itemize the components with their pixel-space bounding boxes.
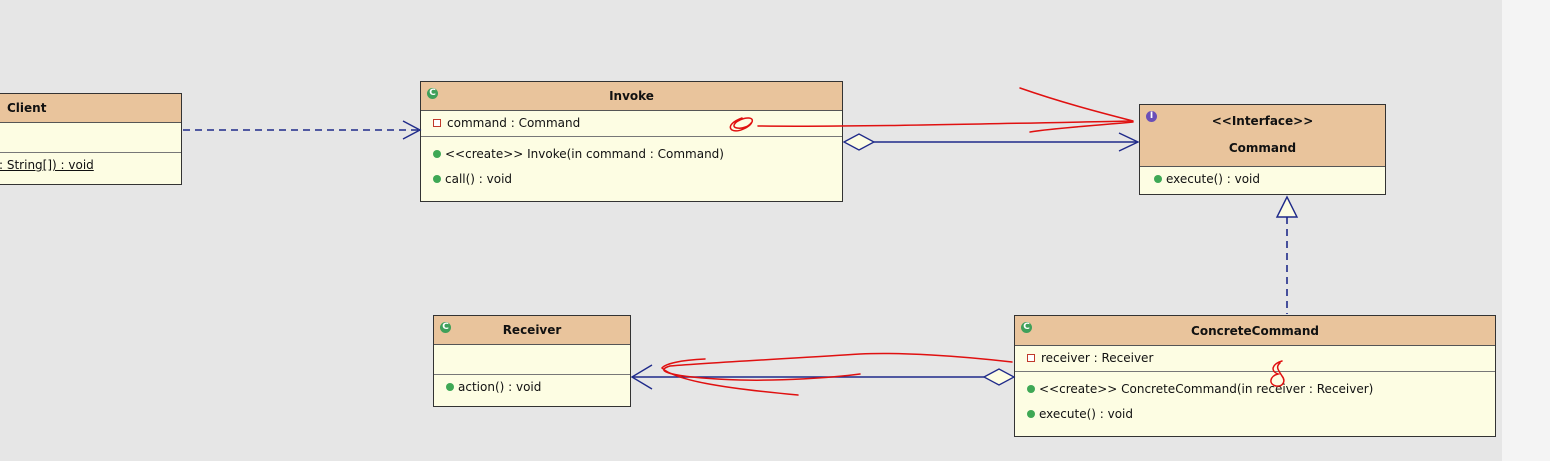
class-icon: C [427, 88, 438, 99]
class-concrete-command-attributes: receiver : Receiver [1015, 346, 1495, 372]
attribute-command: command : Command [447, 116, 581, 130]
public-method-icon [433, 174, 441, 183]
class-invoke-attributes: command : Command [421, 111, 842, 137]
canvas-right-strip [1502, 0, 1550, 461]
operation-row[interactable]: action() : void [434, 375, 630, 400]
class-client-operations: : String[]) : void [0, 153, 181, 178]
class-client[interactable]: Client : String[]) : void [0, 93, 182, 185]
class-invoke-header: C Invoke [421, 82, 842, 111]
class-icon: C [1021, 322, 1032, 333]
operation-action: action() : void [458, 380, 542, 394]
dependency-client-to-invoke[interactable] [183, 120, 422, 140]
operation-row[interactable]: execute() : void [1140, 167, 1385, 192]
public-method-icon [1027, 409, 1035, 418]
aggregation-diamond [842, 133, 876, 151]
attribute-row[interactable]: command : Command [421, 111, 842, 136]
class-concrete-command-operations: <<create>> ConcreteCommand(in receiver :… [1015, 372, 1495, 427]
operation-execute: execute() : void [1039, 407, 1134, 421]
operation-execute: execute() : void [1166, 172, 1261, 186]
class-client-name: Client [7, 101, 47, 115]
class-icon: C [440, 322, 451, 333]
interface-command-operations: execute() : void [1140, 167, 1385, 192]
class-invoke[interactable]: C Invoke command : Command <<create>> In… [420, 81, 843, 202]
class-client-attributes [0, 123, 181, 153]
class-invoke-name: Invoke [609, 89, 654, 103]
operation-main: : String[]) : void [0, 158, 94, 172]
private-attribute-icon [433, 118, 441, 127]
class-receiver[interactable]: C Receiver action() : void [433, 315, 631, 407]
public-method-icon [1154, 174, 1162, 183]
operation-call: call() : void [445, 172, 513, 186]
realization-triangle [1275, 195, 1299, 218]
operation-create: <<create>> Invoke(in command : Command) [445, 147, 724, 161]
attribute-receiver: receiver : Receiver [1041, 351, 1154, 365]
class-concrete-command[interactable]: C ConcreteCommand receiver : Receiver <<… [1014, 315, 1496, 437]
class-concrete-command-header: C ConcreteCommand [1015, 316, 1495, 346]
operation-row[interactable]: execute() : void [1015, 402, 1495, 427]
interface-command[interactable]: I <<Interface>> Command execute() : void [1139, 104, 1386, 195]
class-invoke-operations: <<create>> Invoke(in command : Command) … [421, 137, 842, 192]
private-attribute-icon [1027, 353, 1035, 362]
class-receiver-header: C Receiver [434, 316, 630, 345]
operation-row[interactable]: <<create>> ConcreteCommand(in receiver :… [1015, 377, 1495, 402]
hand-annotation-top [729, 87, 1134, 133]
class-receiver-operations: action() : void [434, 375, 630, 400]
operation-row[interactable]: call() : void [421, 167, 842, 192]
operation-row[interactable]: <<create>> Invoke(in command : Command) [421, 142, 842, 167]
public-method-icon [433, 149, 441, 158]
class-concrete-command-name: ConcreteCommand [1191, 324, 1319, 338]
realization-concrete-to-command[interactable] [1275, 195, 1299, 314]
aggregation-diamond [982, 368, 1016, 386]
interface-command-header: I <<Interface>> Command [1140, 105, 1385, 167]
operation-row[interactable]: : String[]) : void [0, 153, 181, 178]
interface-command-name: Command [1228, 141, 1297, 155]
public-method-icon [446, 382, 454, 391]
public-method-icon [1027, 384, 1035, 393]
interface-icon: I [1146, 111, 1157, 122]
attribute-row[interactable]: receiver : Receiver [1015, 346, 1495, 371]
class-receiver-attributes [434, 345, 630, 375]
association-invoke-to-command[interactable] [842, 132, 1140, 152]
class-receiver-name: Receiver [502, 323, 562, 337]
hand-annotation-bottom [660, 352, 1285, 396]
interface-stereotype: <<Interface>> [1211, 114, 1314, 128]
operation-create: <<create>> ConcreteCommand(in receiver :… [1039, 382, 1374, 396]
class-client-header: Client [0, 94, 181, 123]
